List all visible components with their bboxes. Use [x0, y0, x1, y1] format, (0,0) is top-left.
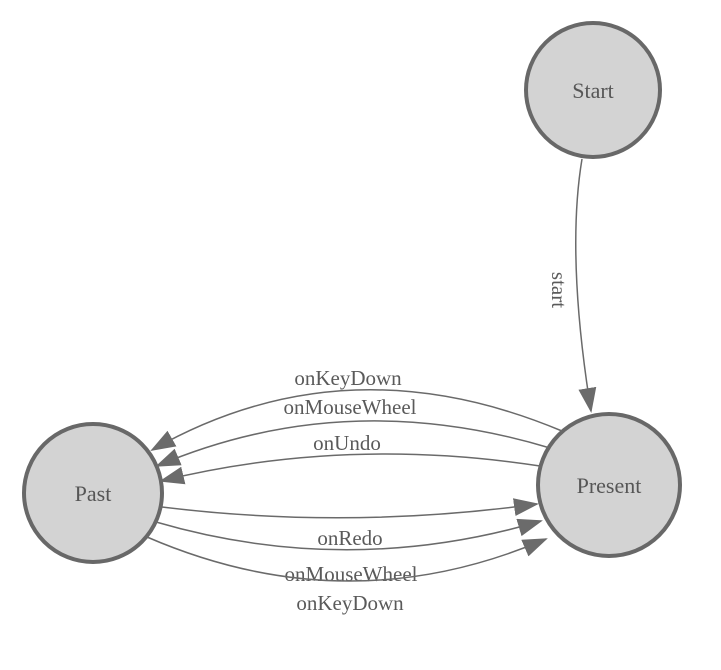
edge-path-onkeydown-top[interactable]	[150, 389, 563, 451]
node-past: Past	[22, 422, 164, 564]
edge-label-onkeydown-top: onKeyDown	[294, 366, 402, 390]
edge-label-onmousewheel-top: onMouseWheel	[284, 395, 417, 419]
edge-path-onundo[interactable]	[159, 453, 541, 485]
node-present: Present	[536, 412, 682, 558]
edge-present-to-past-onkeydown: onKeyDown	[150, 366, 563, 451]
edge-past-to-present-onkeydown: onKeyDown	[146, 536, 548, 615]
edge-label-onkeydown-bottom: onKeyDown	[296, 591, 404, 615]
state-circle-present[interactable]	[536, 412, 682, 558]
edge-label-start: start	[547, 272, 571, 308]
edge-path-onmousewheel-top[interactable]	[155, 420, 551, 467]
state-label-past: Past	[75, 481, 112, 506]
edge-present-to-past-onmousewheel: onMouseWheel	[155, 395, 551, 467]
state-circle-past[interactable]	[22, 422, 164, 564]
edge-present-to-past-onundo: onUndo	[159, 431, 541, 485]
node-start: Start	[524, 21, 662, 159]
edge-path-onmousewheel-bottom[interactable]	[155, 518, 543, 551]
edge-path-onredo[interactable]	[161, 498, 539, 519]
edge-past-to-present-onmousewheel: onMouseWheel	[155, 518, 543, 586]
state-circle-start[interactable]	[524, 21, 662, 159]
edge-label-onmousewheel-bottom: onMouseWheel	[285, 562, 418, 586]
edge-label-onundo: onUndo	[313, 431, 381, 455]
state-label-start: Start	[572, 78, 614, 103]
edge-past-to-present-onredo: onRedo	[161, 498, 539, 550]
edge-label-onredo: onRedo	[317, 526, 382, 550]
edge-start-to-present: start	[547, 158, 597, 413]
state-label-present: Present	[577, 473, 642, 498]
edge-path-onkeydown-bottom[interactable]	[146, 536, 548, 582]
edge-path-start[interactable]	[575, 158, 597, 413]
